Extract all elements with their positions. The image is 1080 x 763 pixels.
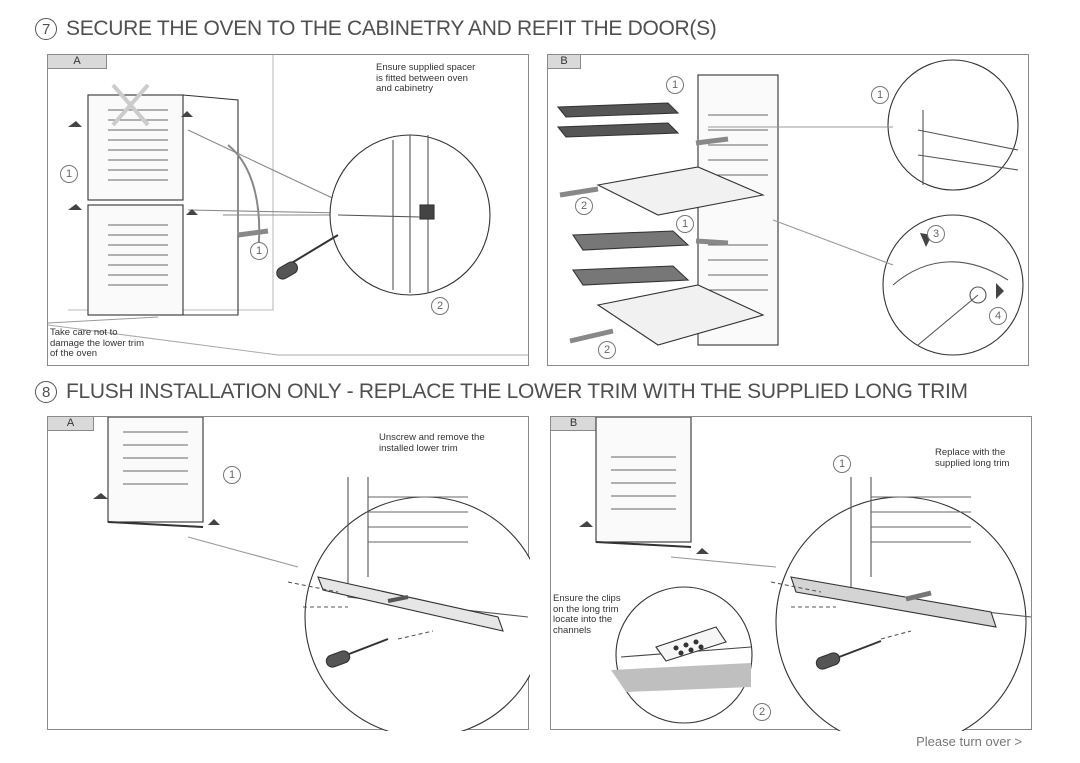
panel-tag: A bbox=[48, 417, 94, 431]
trim-removal-illustration bbox=[93, 417, 530, 731]
step-callout: 2 bbox=[753, 703, 771, 721]
clips-note: Ensure the clips on the long trim locate… bbox=[553, 593, 621, 636]
step-callout: 1 bbox=[223, 466, 241, 484]
long-trim-fitting-illustration bbox=[579, 417, 1032, 731]
step-number-8: 8 bbox=[35, 381, 57, 403]
turn-over-label: Please turn over > bbox=[916, 734, 1022, 749]
section-8-heading: 8 FLUSH INSTALLATION ONLY - REPLACE THE … bbox=[35, 380, 968, 404]
step-callout: 1 bbox=[871, 86, 889, 104]
step-callout: 1 bbox=[676, 215, 694, 233]
section-7-panel-a: A bbox=[47, 54, 529, 366]
section-8-title: FLUSH INSTALLATION ONLY - REPLACE THE LO… bbox=[66, 380, 968, 403]
trim-note: Take care not to damage the lower trim o… bbox=[50, 327, 144, 359]
oven-secure-illustration bbox=[48, 55, 528, 356]
step-callout: 2 bbox=[431, 297, 449, 315]
step-callout: 4 bbox=[989, 307, 1007, 325]
door-refit-illustration bbox=[556, 59, 1024, 356]
panel-tag: B bbox=[548, 55, 581, 69]
step-callout: 1 bbox=[60, 165, 78, 183]
unscrew-note: Unscrew and remove the installed lower t… bbox=[379, 432, 485, 454]
section-8-panel-a: A Unscrew and remove the installed lower… bbox=[47, 416, 530, 731]
step-callout: 2 bbox=[575, 197, 593, 215]
spacer-note: Ensure supplied spacer is fitted between… bbox=[376, 62, 476, 94]
section-7-heading: 7 SECURE THE OVEN TO THE CABINETRY AND R… bbox=[35, 17, 717, 41]
panel-tag: A bbox=[48, 55, 107, 69]
step-callout: 1 bbox=[666, 76, 684, 94]
step-number-7: 7 bbox=[35, 18, 57, 40]
step-callout: 2 bbox=[598, 341, 616, 359]
replace-note: Replace with the supplied long trim bbox=[935, 447, 1010, 469]
step-callout: 1 bbox=[833, 455, 851, 473]
step-callout: 1 bbox=[250, 242, 268, 260]
section-7-panel-b: B bbox=[547, 54, 1029, 366]
step-callout: 3 bbox=[927, 225, 945, 243]
section-7-title: SECURE THE OVEN TO THE CABINETRY AND REF… bbox=[66, 17, 717, 40]
section-8-panel-b: B Replace with the bbox=[550, 416, 1032, 731]
